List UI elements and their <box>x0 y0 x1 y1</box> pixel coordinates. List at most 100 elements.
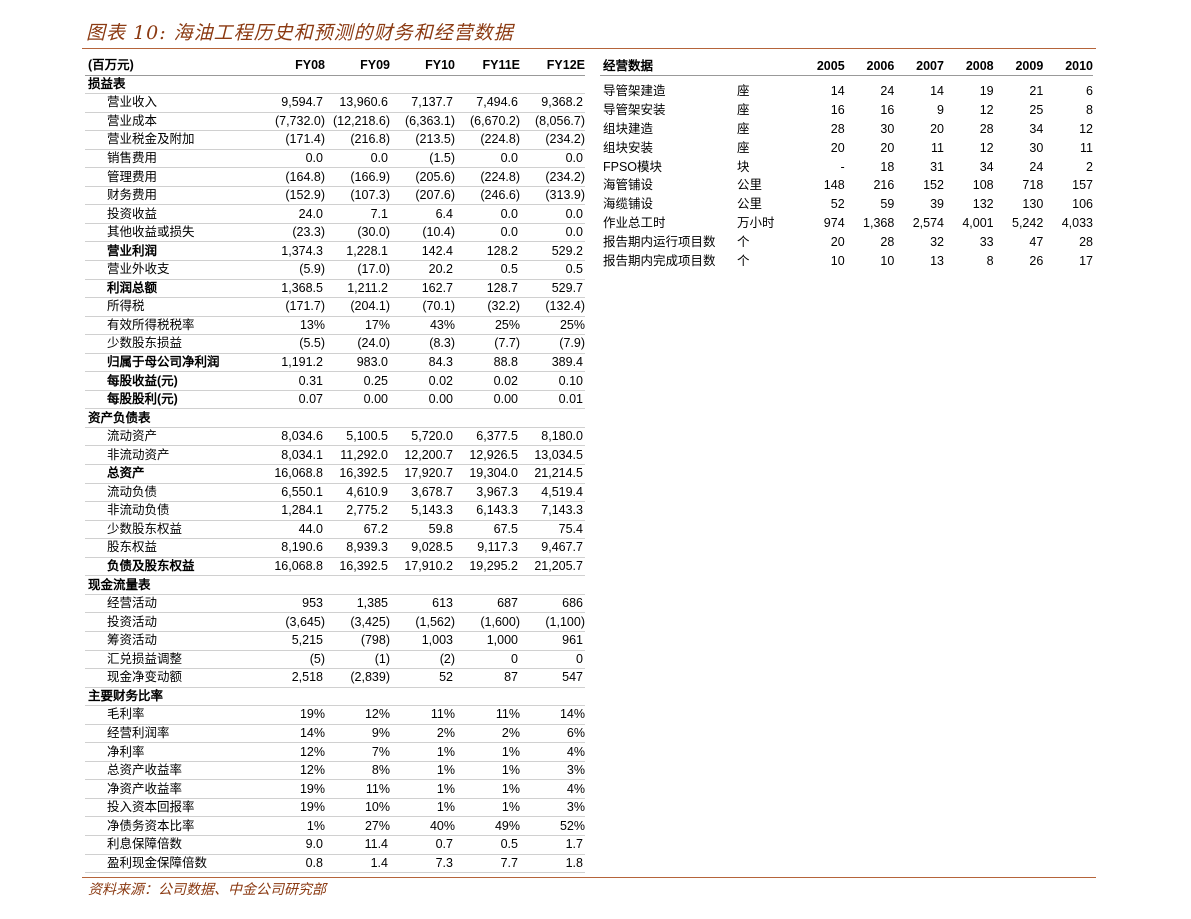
cell-value: 0.0 <box>455 149 520 169</box>
cell-value <box>390 408 455 428</box>
cell-value: 21,214.5 <box>520 464 585 484</box>
row-unit: 个 <box>737 235 750 250</box>
cell-value: 1.7 <box>520 835 585 855</box>
row-label: 盈利现金保障倍数 <box>85 854 260 874</box>
cell-value: 6,143.3 <box>455 501 520 521</box>
cell-value: 961 <box>520 631 585 651</box>
cell-value: 0.07 <box>260 390 325 410</box>
cell-value: 10% <box>325 798 390 818</box>
cell-value: 84.3 <box>390 353 455 373</box>
row-unit: 公里 <box>737 178 763 193</box>
cell-value <box>260 408 325 428</box>
cell-value: (166.9) <box>325 167 390 187</box>
cell-value: (164.8) <box>260 167 325 187</box>
cell-value: (798) <box>325 631 390 651</box>
column-header: FY11E <box>455 57 520 76</box>
cell-value: 6 <box>1086 83 1093 98</box>
cell-value: 9,368.2 <box>520 93 585 113</box>
cell-value: 88.8 <box>455 353 520 373</box>
cell-value <box>520 687 585 707</box>
row-label: 总资产 <box>85 464 260 484</box>
cell-value: 16,068.8 <box>260 464 325 484</box>
cell-value: 59 <box>880 197 895 212</box>
cell-value: 25% <box>520 316 585 336</box>
row-label: 作业总工时 <box>603 216 666 231</box>
cell-value <box>390 687 455 707</box>
cell-value: 9,117.3 <box>455 538 520 558</box>
table-row: 投资活动(3,645)(3,425)(1,562)(1,600)(1,100) <box>85 612 585 632</box>
cell-value: 3,678.7 <box>390 483 455 503</box>
cell-value: (32.2) <box>455 297 520 317</box>
cell-value: (10.4) <box>390 223 455 243</box>
cell-value: (204.1) <box>325 297 390 317</box>
cell-value: 0.0 <box>520 149 585 169</box>
cell-value: (5.9) <box>260 260 325 280</box>
cell-value: 7% <box>325 742 390 762</box>
cell-value: 6,377.5 <box>455 427 520 447</box>
cell-value: 13 <box>930 253 944 268</box>
table-row: 营业税金及附加(171.4)(216.8)(213.5)(224.8)(234.… <box>85 130 585 150</box>
cell-value: 28 <box>830 121 845 136</box>
cell-value: 4,001 <box>962 216 994 231</box>
column-header: FY10 <box>390 57 455 76</box>
cell-value: 10 <box>830 253 845 268</box>
cell-value: 1% <box>455 742 520 762</box>
cell-value: 19% <box>260 705 325 725</box>
cell-value: 0.8 <box>260 854 325 874</box>
cell-value: 16,068.8 <box>260 557 325 577</box>
cell-value <box>520 408 585 428</box>
cell-value: 11% <box>455 705 520 725</box>
year-header: 2006 <box>844 57 895 76</box>
cell-value: 0.0 <box>325 149 390 169</box>
cell-value: 132 <box>972 197 994 212</box>
cell-value: 0.7 <box>390 835 455 855</box>
table-row: 财务费用(152.9)(107.3)(207.6)(246.6)(313.9) <box>85 186 585 206</box>
cell-value: 8 <box>1086 102 1093 117</box>
row-label: 流动资产 <box>85 427 260 447</box>
cell-value: 1% <box>390 798 455 818</box>
cell-value: 3% <box>520 761 585 781</box>
row-unit: 座 <box>737 83 750 98</box>
cell-value: 7.3 <box>390 854 455 874</box>
cell-value: (205.6) <box>390 167 455 187</box>
row-label: 非流动资产 <box>85 445 260 466</box>
cell-value: 8 <box>986 253 994 268</box>
cell-value: 718 <box>1022 178 1044 193</box>
cell-value: (313.9) <box>520 186 585 206</box>
row-unit: 万小时 <box>737 216 775 231</box>
cell-value: 0.31 <box>260 371 325 391</box>
cell-value: 128.2 <box>455 241 520 262</box>
row-label: 有效所得税税率 <box>85 316 260 336</box>
table-row: 所得税(171.7)(204.1)(70.1)(32.2)(132.4) <box>85 297 585 317</box>
cell-value: 17 <box>1079 253 1093 268</box>
unit-label: (百万元) <box>85 57 260 76</box>
row-label: 归属于母公司净利润 <box>85 353 260 373</box>
cell-value: 613 <box>390 594 455 614</box>
cell-value: 47 <box>1029 235 1044 250</box>
cell-value: 11% <box>325 779 390 799</box>
figure-title: 图表 10: 海油工程历史和预测的财务和经营数据 <box>86 22 514 44</box>
cell-value: (8,056.7) <box>520 112 585 132</box>
cell-value: 106 <box>1072 197 1093 212</box>
cell-value: (7.9) <box>520 334 585 354</box>
cell-value: (30.0) <box>325 223 390 243</box>
cell-value: (207.6) <box>390 186 455 206</box>
cell-value: (152.9) <box>260 186 325 206</box>
cell-value: 20 <box>930 121 944 136</box>
cell-value: 7.7 <box>455 854 520 874</box>
cell-value: 6% <box>520 724 585 744</box>
row-label: 报告期内完成项目数 <box>603 253 716 268</box>
cell-value: 44.0 <box>260 520 325 540</box>
cell-value: 687 <box>455 594 520 614</box>
cell-value: 529.2 <box>520 241 585 262</box>
